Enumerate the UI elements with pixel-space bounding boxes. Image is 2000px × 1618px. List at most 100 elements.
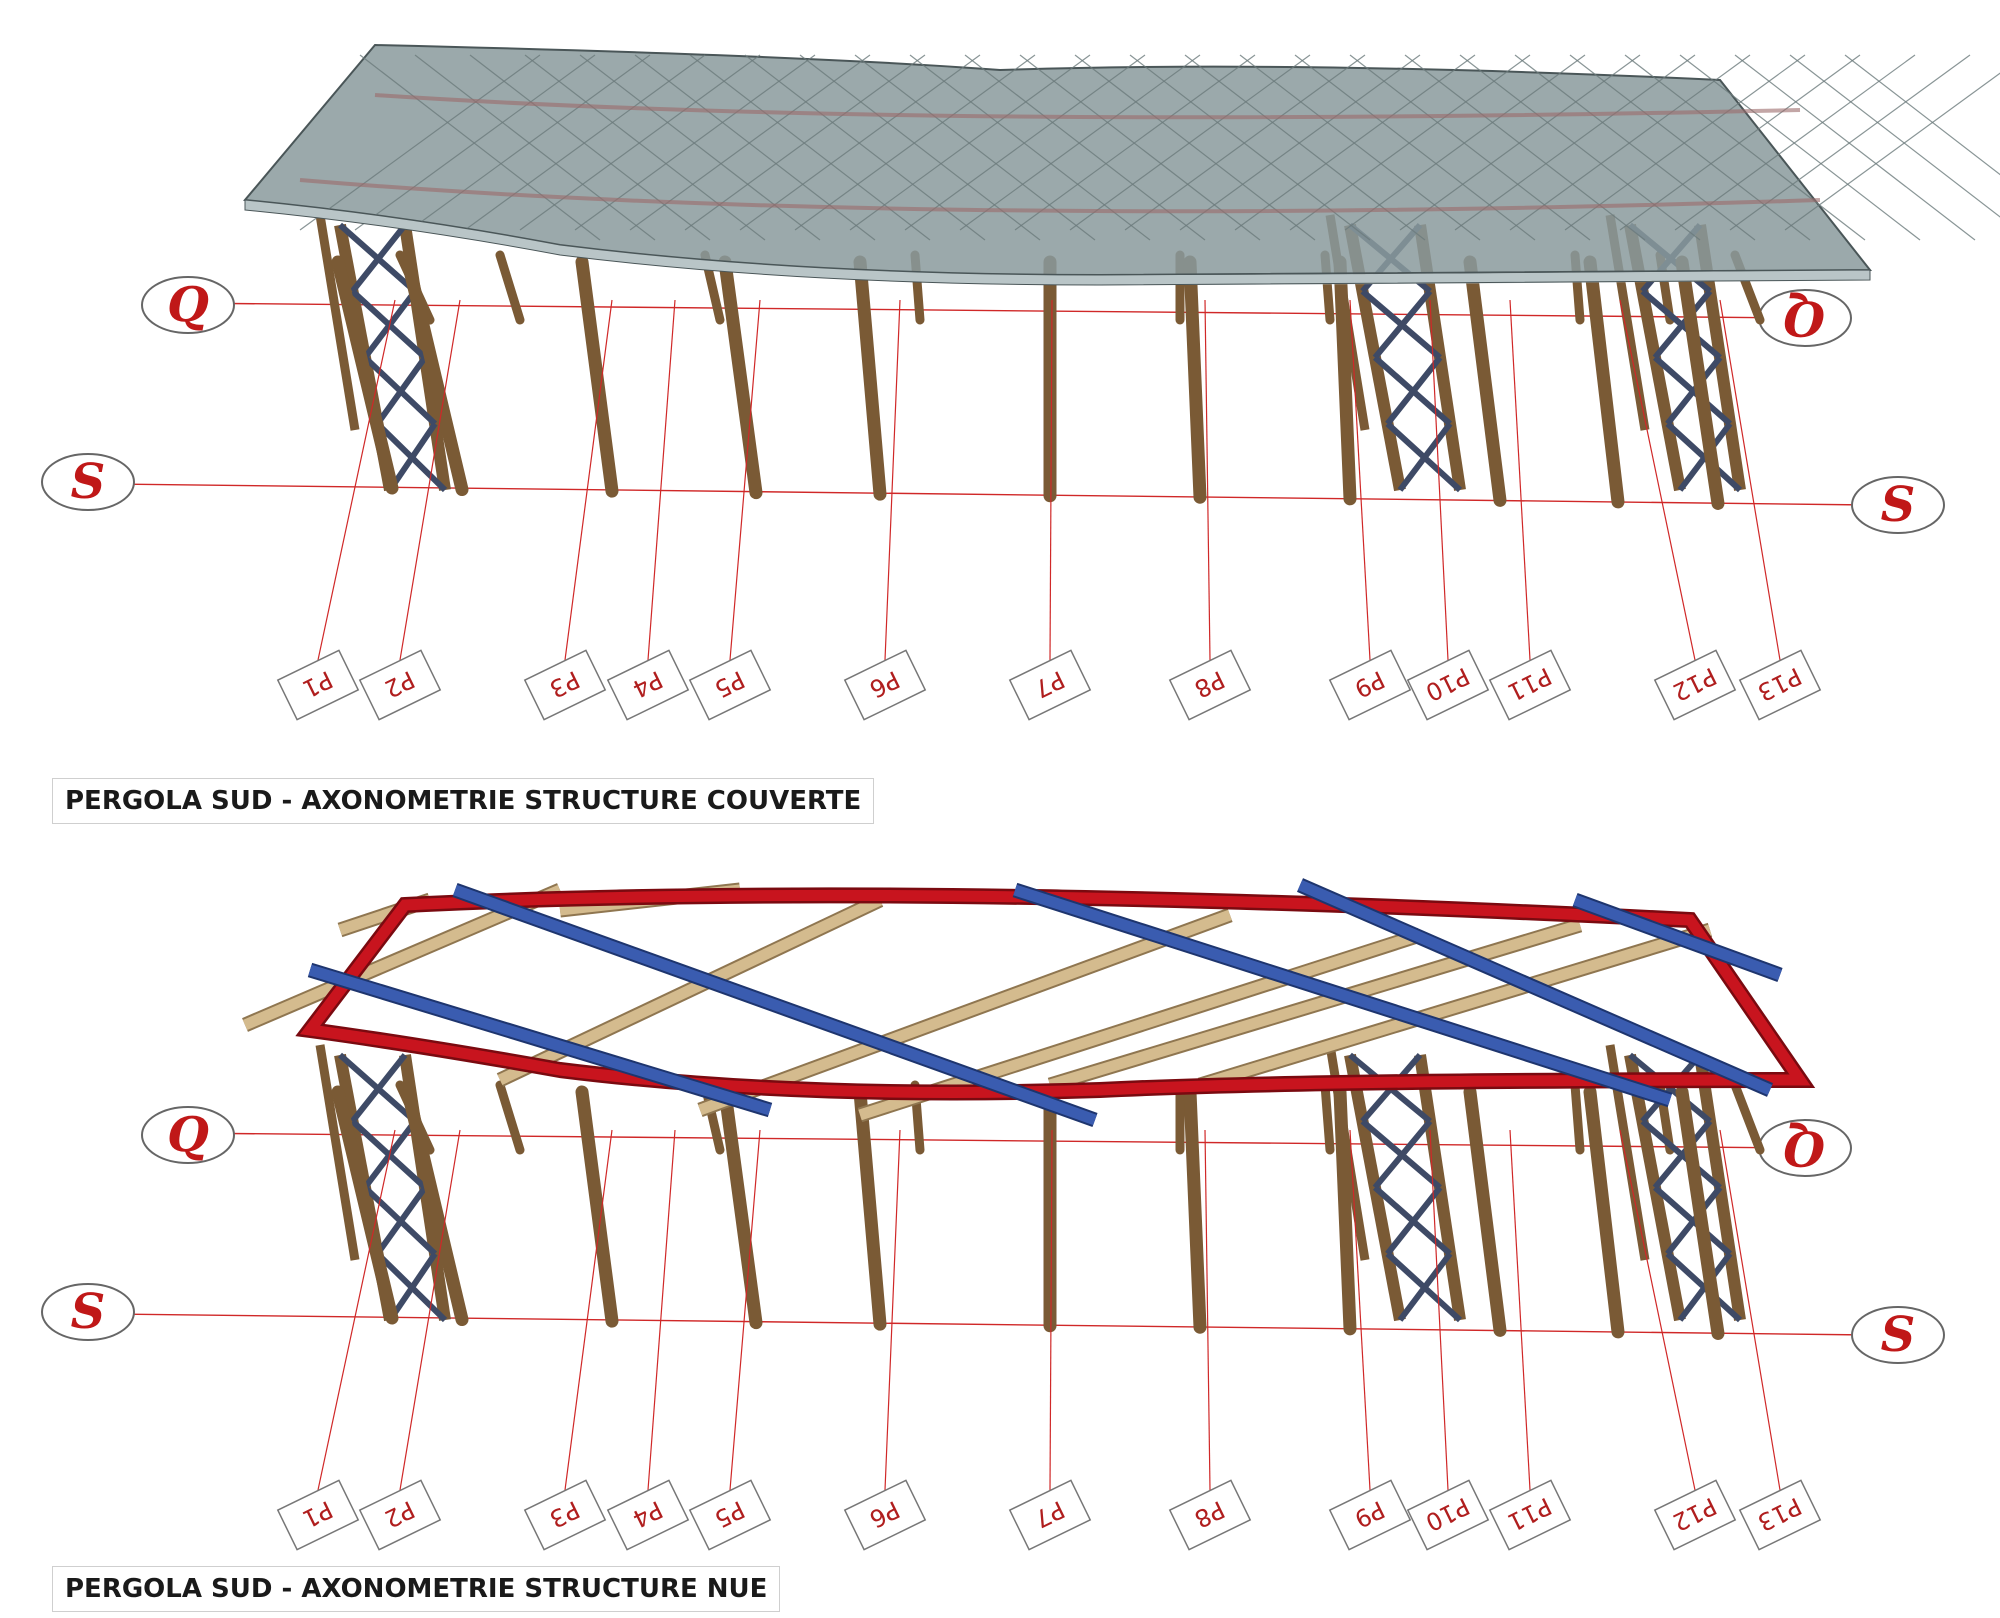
roof-rib [739, 54, 981, 231]
post-tag-box [688, 649, 772, 721]
cross-brace [1652, 289, 1713, 360]
post-tag-box [276, 1479, 360, 1551]
post-tag: P2 [358, 1479, 442, 1551]
cross-brace [375, 355, 428, 426]
grid-bubble-letter: S [1881, 1307, 1916, 1363]
blue-beam [453, 884, 1097, 1126]
roof-rib [1019, 54, 1261, 241]
front-post [1333, 255, 1357, 506]
grid-bubble-letter: Q [167, 1107, 209, 1163]
back-post [1320, 1080, 1335, 1155]
caption-covered-structure: PERGOLA SUD - AXONOMETRIE STRUCTURE COUV… [52, 778, 875, 824]
post-tag-box [1008, 1479, 1092, 1551]
post-tag-box [1653, 1479, 1737, 1551]
post-leader-line [1719, 299, 1781, 661]
caption-bare-structure: PERGOLA SUD - AXONOMETRIE STRUCTURE NUE [52, 1566, 781, 1612]
post-tag-box [1488, 649, 1572, 721]
cross-brace [1372, 289, 1433, 360]
cross-brace [1665, 1185, 1723, 1256]
post-leader-line [1509, 299, 1531, 661]
blue-beam [1297, 879, 1773, 1096]
roof-rib [1399, 54, 1641, 231]
post-tag: P2 [358, 649, 442, 721]
post-leader-line [564, 299, 613, 661]
grid-bubble-outline [1851, 476, 1945, 534]
post-tag: P1 [276, 649, 360, 721]
roof-rib [904, 54, 1146, 231]
grid-lines: Q Q S S [41, 276, 1945, 534]
back-post [495, 250, 525, 325]
roof-rib [469, 54, 711, 241]
post-leader-line [1509, 1129, 1531, 1491]
blue-beam [308, 964, 772, 1116]
cross-brace [387, 1252, 438, 1322]
post-tag: P4 [606, 1479, 690, 1551]
post-tag: P1 [276, 1479, 360, 1551]
post-tag: P3 [523, 649, 607, 721]
post-tag-box [1653, 649, 1737, 721]
post-tag: P11 [1488, 649, 1572, 721]
post-tag-box [1738, 1479, 1822, 1551]
braced-tower [1605, 1044, 1746, 1323]
post-leader-line [884, 1129, 901, 1491]
post-leader-line [1049, 1129, 1053, 1491]
roof-edge [244, 199, 1871, 286]
cross-brace [1385, 355, 1443, 426]
roof-rib [849, 54, 1091, 231]
roof-rib [1789, 54, 2000, 218]
grid-bubble-outline [141, 276, 235, 334]
post-tag: P8 [1168, 649, 1252, 721]
roof-rib [1179, 54, 1421, 231]
front-post [1675, 255, 1725, 510]
grid-bubble-outline [41, 1283, 135, 1341]
cross-brace [350, 1053, 408, 1124]
post-tag-box [843, 649, 927, 721]
post-tag: P12 [1653, 649, 1737, 721]
roof-rib [1014, 54, 1256, 231]
front-posts [331, 255, 1725, 510]
post-tag-box [358, 649, 442, 721]
roof-rib [1619, 54, 1861, 231]
grid-bubble-s-left: S [41, 1283, 135, 1341]
post-tag: P9 [1328, 1479, 1412, 1551]
post-leader-line [1429, 1129, 1449, 1491]
grid-bubble-q-right: Q [1758, 289, 1852, 347]
roof-rib [1674, 54, 1916, 231]
post-tag: P8 [1168, 1479, 1252, 1551]
grid-bubble-outline [41, 453, 135, 511]
post-leader-line [1349, 1129, 1371, 1491]
front-post [718, 1085, 763, 1330]
post-tag-box [843, 1479, 927, 1551]
roof-rib [1514, 54, 1756, 241]
post-leader-line [317, 1129, 396, 1491]
post-tag-box [1328, 1479, 1412, 1551]
roof-rib [1734, 54, 1976, 241]
post-tag-box [1406, 1479, 1490, 1551]
roof-rib [1679, 54, 1921, 241]
grid-bubble-letter: S [71, 454, 106, 510]
post-leader-line [1429, 299, 1449, 661]
cross-brace [350, 223, 408, 294]
post-tag-box [1168, 649, 1252, 721]
front-post [575, 1085, 619, 1328]
grid-bubble-s-right: S [1851, 476, 1945, 534]
post-tag: P13 [1738, 649, 1822, 721]
grid-bubble-letter: Q [167, 277, 209, 333]
roof-rib [524, 54, 766, 241]
roof-rib [794, 54, 1036, 231]
front-post [1463, 255, 1507, 507]
roof-rib [464, 54, 706, 231]
post-tag: P11 [1488, 1479, 1572, 1551]
post-leader-line [647, 1129, 676, 1491]
blue-beam [1013, 884, 1672, 1106]
grid-bubble-letter: S [1881, 477, 1916, 533]
front-post [331, 255, 399, 495]
post-tag-box [358, 1479, 442, 1551]
post-leader-line [564, 1129, 613, 1491]
post-leader-line [884, 299, 901, 661]
post-tag: P7 [1008, 1479, 1092, 1551]
front-post [331, 1085, 399, 1325]
roof-hidden-beam [299, 178, 1821, 214]
